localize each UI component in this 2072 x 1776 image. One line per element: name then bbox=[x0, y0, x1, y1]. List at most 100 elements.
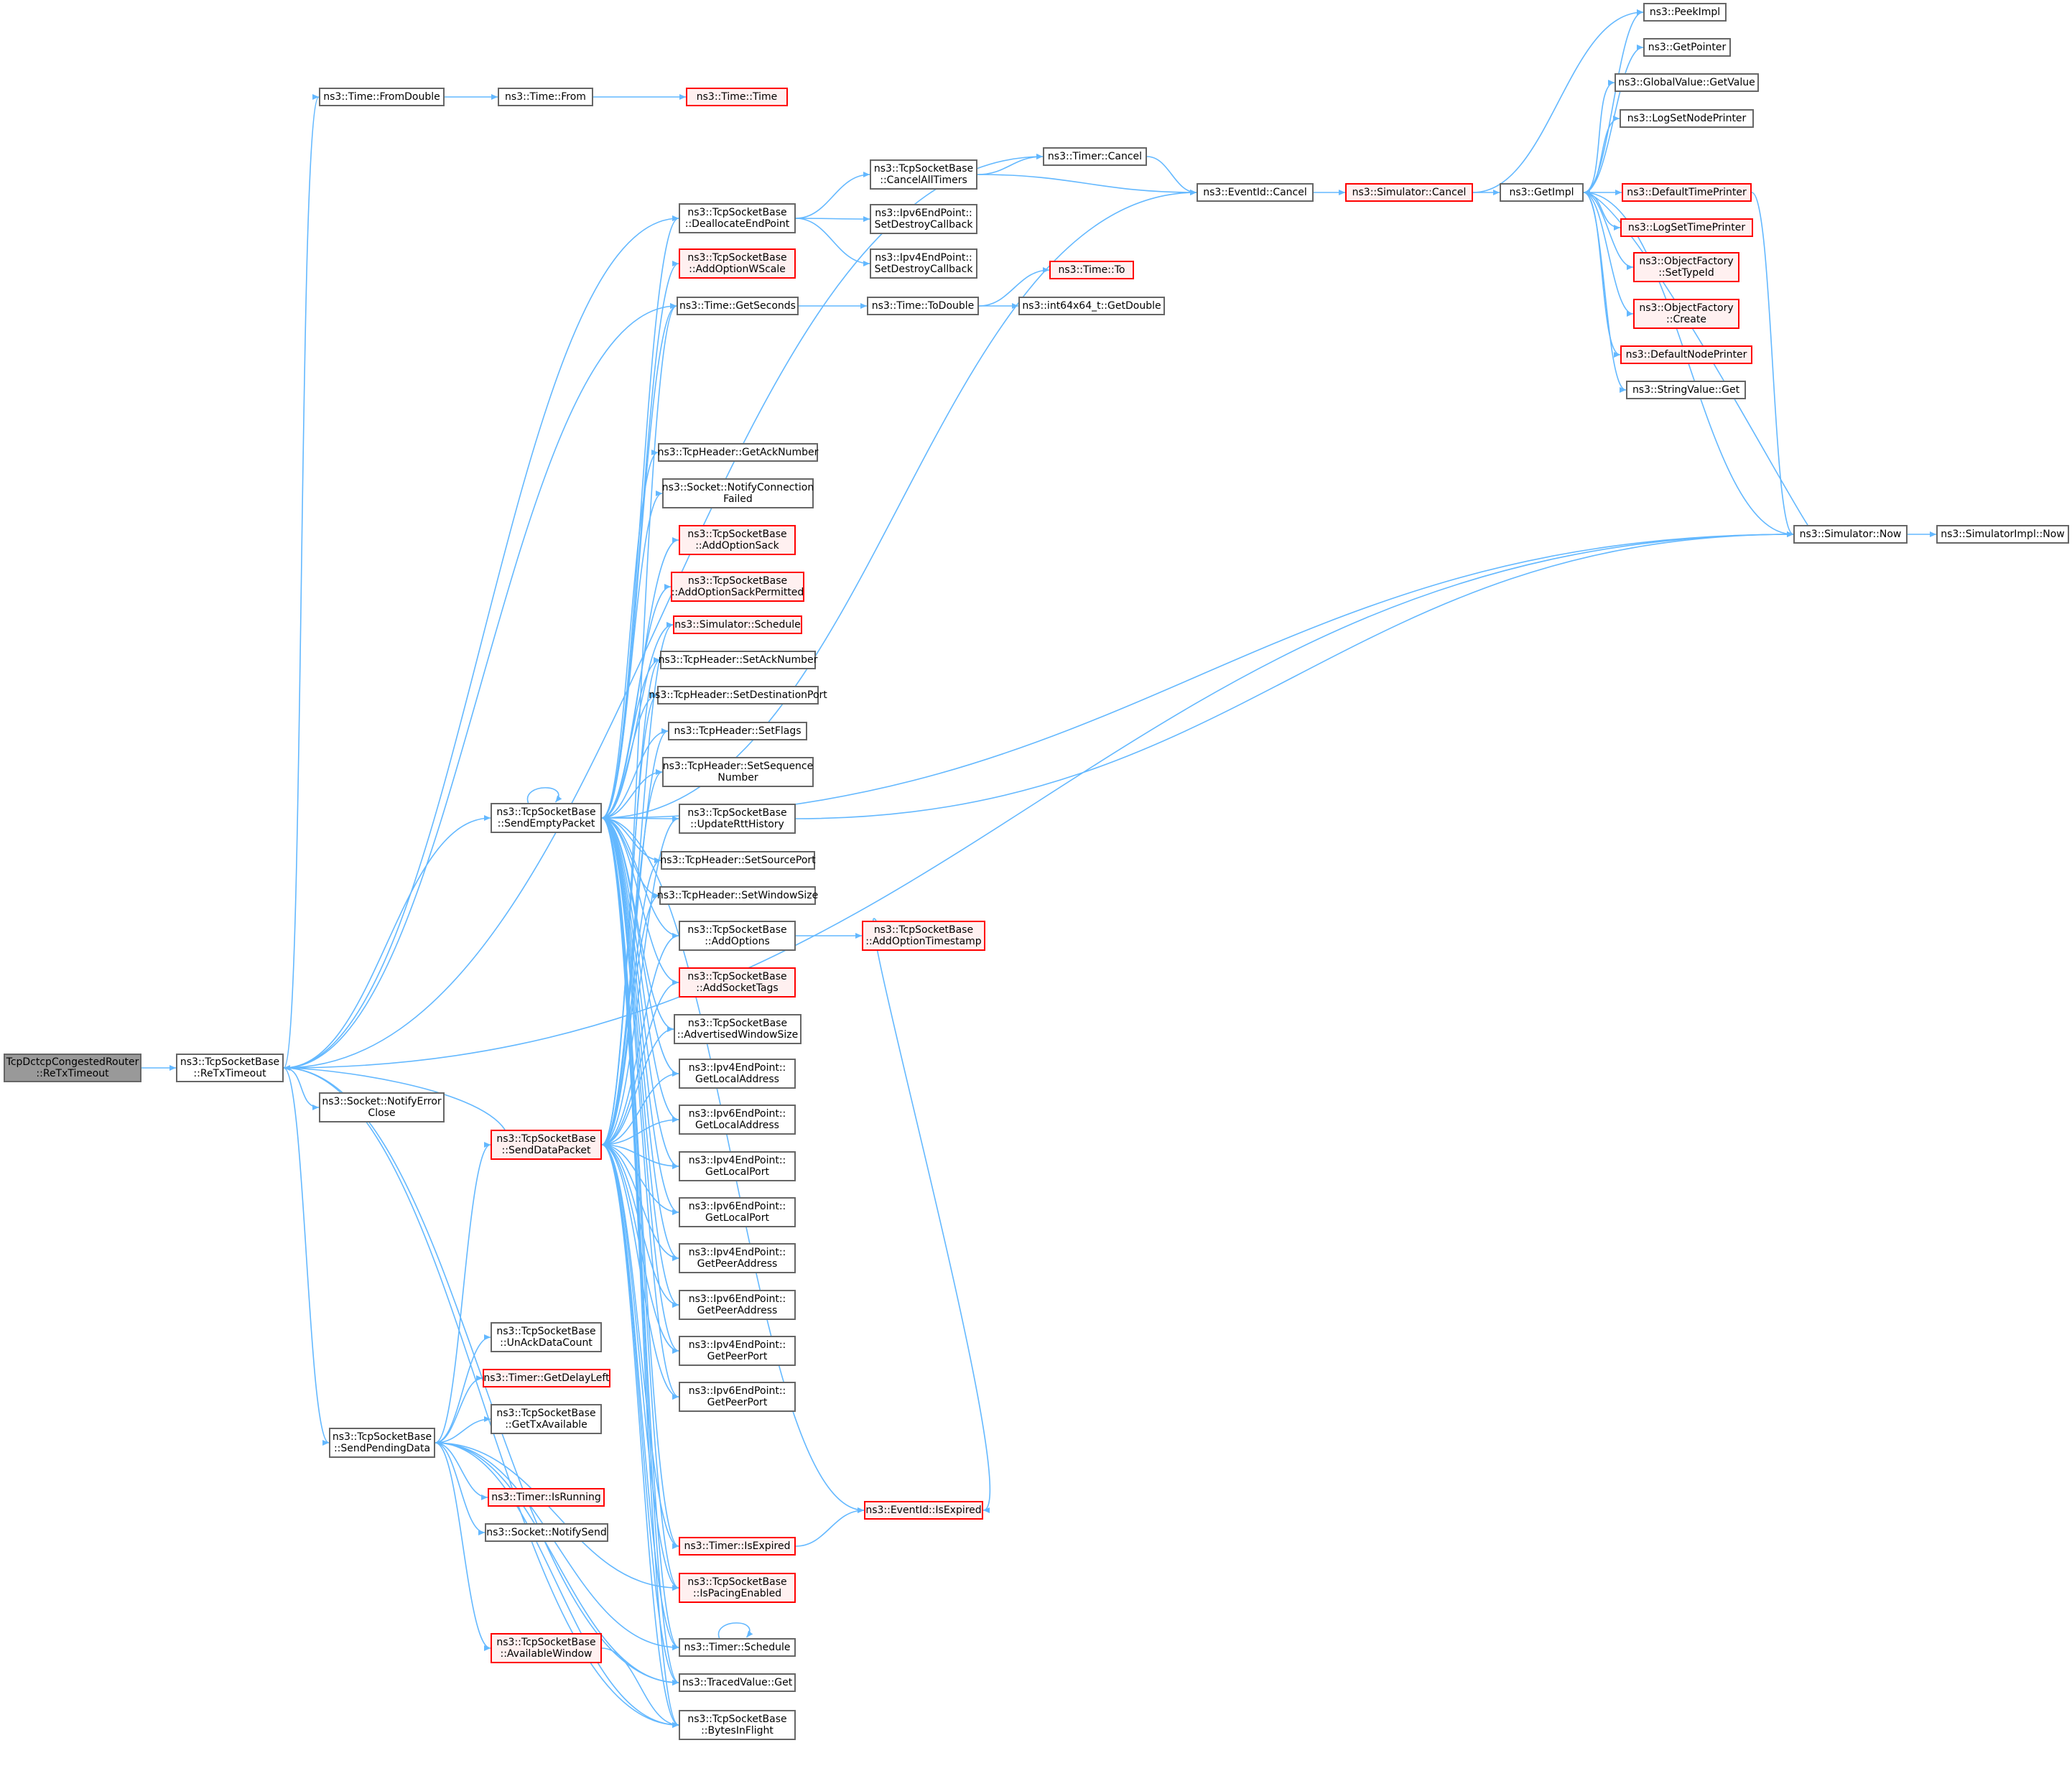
node-defaultnodeprinter[interactable]: ns3::DefaultNodePrinter bbox=[1620, 345, 1752, 364]
node-tcpheader-setflags[interactable]: ns3::TcpHeader::SetFlags bbox=[668, 722, 807, 740]
node-int64x64-getdouble[interactable]: ns3::int64x64_t::GetDouble bbox=[1018, 297, 1165, 315]
node-simulator-now[interactable]: ns3::Simulator::Now bbox=[1793, 525, 1908, 544]
node-time-getseconds[interactable]: ns3::Time::GetSeconds bbox=[677, 297, 799, 315]
node-addoptions[interactable]: ns3::TcpSocketBase ::AddOptions bbox=[679, 921, 796, 951]
node-time-to[interactable]: ns3::Time::To bbox=[1049, 261, 1134, 279]
node-timer-isrunning[interactable]: ns3::Timer::IsRunning bbox=[488, 1488, 605, 1507]
edge-n40-n19 bbox=[795, 531, 1794, 819]
node-addoptiontimestamp[interactable]: ns3::TcpSocketBase ::AddOptionTimestamp bbox=[862, 921, 985, 951]
node-tcpdctcpcongestedrouter-retxtimeout[interactable]: TcpDctcpCongestedRouter ::ReTxTimeout bbox=[4, 1054, 141, 1082]
edge-n60-n50 bbox=[435, 1142, 491, 1443]
node-tcpheader-setwindowsize[interactable]: ns3::TcpHeader::SetWindowSize bbox=[657, 886, 818, 905]
node-tcpheader-setacknumber[interactable]: ns3::TcpHeader::SetAckNumber bbox=[659, 651, 817, 669]
edge-n60-n66 bbox=[435, 1442, 491, 1651]
node-socket-notifysend[interactable]: ns3::Socket::NotifySend bbox=[485, 1523, 608, 1542]
edge-n13-n19 bbox=[1751, 192, 1794, 537]
node-gettxavailable[interactable]: ns3::TcpSocketBase ::GetTxAvailable bbox=[491, 1404, 602, 1434]
node-globalvalue-getvalue[interactable]: ns3::GlobalValue::GetValue bbox=[1615, 73, 1759, 92]
node-time-todouble[interactable]: ns3::Time::ToDouble bbox=[867, 297, 979, 315]
node-sendemptypacket[interactable]: ns3::TcpSocketBase ::SendEmptyPacket bbox=[491, 803, 602, 833]
edge-n39-n49 bbox=[601, 817, 679, 1122]
node-sendpendingdata[interactable]: ns3::TcpSocketBase ::SendPendingData bbox=[329, 1428, 435, 1458]
node-time-time[interactable]: ns3::Time::Time bbox=[686, 88, 788, 106]
edge-n60-n63 bbox=[435, 1442, 486, 1535]
node-addoptionsackpermitted[interactable]: ns3::TcpSocketBase ::AddOptionSackPermit… bbox=[671, 572, 804, 602]
node-time-fromdouble[interactable]: ns3::Time::FromDouble bbox=[319, 88, 445, 106]
node-tcpheader-setsequencenumber[interactable]: ns3::TcpHeader::SetSequence Number bbox=[662, 757, 814, 787]
node-timer-getdelayleft[interactable]: ns3::Timer::GetDelayLeft bbox=[483, 1369, 610, 1387]
edge-n27-n28 bbox=[978, 267, 1050, 307]
edge-n60-n56 bbox=[435, 1334, 491, 1443]
node-ipv4endpoint-getlocaladdress[interactable]: ns3::Ipv4EndPoint:: GetLocalAddress bbox=[679, 1059, 796, 1089]
node-ipv4endpoint-getpeeraddress[interactable]: ns3::Ipv4EndPoint:: GetPeerAddress bbox=[679, 1243, 796, 1273]
node-ipv4endpoint-getlocalport[interactable]: ns3::Ipv4EndPoint:: GetLocalPort bbox=[679, 1151, 796, 1181]
node-getimpl[interactable]: ns3::GetImpl bbox=[1500, 183, 1584, 202]
node-ipv6endpoint-getpeeraddress[interactable]: ns3::Ipv6EndPoint:: GetPeerAddress bbox=[679, 1290, 796, 1320]
node-logsettimeprinter[interactable]: ns3::LogSetTimePrinter bbox=[1620, 218, 1753, 237]
edge-n22-n5 bbox=[977, 154, 1044, 175]
node-getpointer[interactable]: ns3::GetPointer bbox=[1643, 38, 1731, 57]
edge-n8-n12 bbox=[1583, 116, 1620, 193]
node-tcpheader-setdestinationport[interactable]: ns3::TcpHeader::SetDestinationPort bbox=[649, 686, 827, 705]
node-ipv6endpoint-getpeerport[interactable]: ns3::Ipv6EndPoint:: GetPeerPort bbox=[679, 1382, 796, 1412]
edge-n39-n55 bbox=[601, 817, 679, 1354]
edge-n50-n38 bbox=[601, 769, 663, 1145]
node-tcpheader-getacknumber[interactable]: ns3::TcpHeader::GetAckNumber bbox=[658, 443, 818, 462]
node-simulatorimpl-now[interactable]: ns3::SimulatorImpl::Now bbox=[1936, 525, 2069, 544]
edge-n39-n48 bbox=[601, 817, 679, 1077]
edge-n21-n24 bbox=[795, 218, 870, 266]
edge-n39-n52 bbox=[601, 817, 679, 1215]
node-addsockettags[interactable]: ns3::TcpSocketBase ::AddSocketTags bbox=[679, 967, 796, 998]
edge-n39-n37 bbox=[601, 728, 669, 819]
node-logsetnodeprinter[interactable]: ns3::LogSetNodePrinter bbox=[1620, 109, 1754, 128]
node-tracedvalue-get[interactable]: ns3::TracedValue::Get bbox=[679, 1673, 796, 1692]
node-updaterttthistory[interactable]: ns3::TcpSocketBase ::UpdateRttHistory bbox=[679, 804, 796, 834]
node-unackdatacount[interactable]: ns3::TcpSocketBase ::UnAckDataCount bbox=[491, 1322, 602, 1352]
node-retxtimeout[interactable]: ns3::TcpSocketBase ::ReTxTimeout bbox=[176, 1054, 284, 1082]
node-stringvalue-get[interactable]: ns3::StringValue::Get bbox=[1626, 381, 1746, 399]
node-eventid-cancel[interactable]: ns3::EventId::Cancel bbox=[1197, 183, 1314, 202]
edge-n5-n6 bbox=[1146, 156, 1197, 195]
node-simulator-schedule[interactable]: ns3::Simulator::Schedule bbox=[673, 615, 802, 634]
node-ipv4endpoint-setdestroycallback[interactable]: ns3::Ipv4EndPoint:: SetDestroyCallback bbox=[870, 248, 977, 279]
node-advertisedwindowsize[interactable]: ns3::TcpSocketBase ::AdvertisedWindowSiz… bbox=[674, 1014, 802, 1044]
edge-n1-n19 bbox=[283, 531, 1794, 1069]
edge-n60-n65 bbox=[435, 1442, 679, 1591]
node-bytesinflight[interactable]: ns3::TcpSocketBase ::BytesInFlight bbox=[679, 1710, 796, 1740]
edge-n60-n69 bbox=[435, 1442, 679, 1728]
node-ispacingenabled[interactable]: ns3::TcpSocketBase ::IsPacingEnabled bbox=[679, 1573, 796, 1603]
node-objectfactory-settypeid[interactable]: ns3::ObjectFactory ::SetTypeId bbox=[1633, 252, 1739, 282]
node-notifyconnectionfailed[interactable]: ns3::Socket::NotifyConnection Failed bbox=[662, 478, 814, 508]
node-notifyerrorclose[interactable]: ns3::Socket::NotifyError Close bbox=[319, 1092, 445, 1122]
node-addoptionsack[interactable]: ns3::TcpSocketBase ::AddOptionSack bbox=[679, 525, 796, 555]
edge-n67-n67 bbox=[717, 1622, 753, 1639]
node-deallocateendpoint[interactable]: ns3::TcpSocketBase ::DeallocateEndPoint bbox=[679, 203, 796, 233]
node-eventid-isexpired[interactable]: ns3::EventId::IsExpired bbox=[864, 1501, 983, 1520]
node-simulator-cancel[interactable]: ns3::Simulator::Cancel bbox=[1345, 183, 1473, 202]
node-cancelalltimers[interactable]: ns3::TcpSocketBase ::CancelAllTimers bbox=[870, 159, 977, 190]
edge-n19-n8 bbox=[1583, 190, 1808, 526]
node-ipv6endpoint-getlocalport[interactable]: ns3::Ipv6EndPoint:: GetLocalPort bbox=[679, 1197, 796, 1227]
node-defaulttimeprinter[interactable]: ns3::DefaultTimePrinter bbox=[1622, 183, 1752, 202]
edge-n39-n26 bbox=[601, 303, 677, 819]
node-addoptionwscale[interactable]: ns3::TcpSocketBase ::AddOptionWScale bbox=[679, 248, 796, 279]
edge-n60-n59 bbox=[435, 1416, 491, 1443]
node-tcpheader-setsourceport[interactable]: ns3::TcpHeader::SetSourcePort bbox=[660, 851, 816, 870]
node-ipv4endpoint-getpeerport[interactable]: ns3::Ipv4EndPoint:: GetPeerPort bbox=[679, 1336, 796, 1366]
node-senddatapacket[interactable]: ns3::TcpSocketBase ::SendDataPacket bbox=[491, 1130, 602, 1160]
edge-n60-n67 bbox=[435, 1442, 679, 1650]
node-peekimpl[interactable]: ns3::PeekImpl bbox=[1643, 3, 1727, 22]
node-availablewindow[interactable]: ns3::TcpSocketBase ::AvailableWindow bbox=[491, 1633, 602, 1663]
node-timer-schedule[interactable]: ns3::Timer::Schedule bbox=[679, 1638, 796, 1657]
node-time-from[interactable]: ns3::Time::From bbox=[498, 88, 593, 106]
node-timer-cancel[interactable]: ns3::Timer::Cancel bbox=[1043, 147, 1147, 166]
edge-n50-n55 bbox=[601, 1144, 679, 1354]
node-ipv6endpoint-getlocaladdress[interactable]: ns3::Ipv6EndPoint:: GetLocalAddress bbox=[679, 1105, 796, 1135]
edge-n22-n6 bbox=[977, 174, 1197, 195]
node-timer-isexpired[interactable]: ns3::Timer::IsExpired bbox=[679, 1537, 796, 1556]
edge-n50-n49 bbox=[601, 1117, 679, 1145]
node-objectfactory-create[interactable]: ns3::ObjectFactory ::Create bbox=[1633, 299, 1739, 329]
node-ipv6endpoint-setdestroycallback[interactable]: ns3::Ipv6EndPoint:: SetDestroyCallback bbox=[870, 204, 977, 234]
edge-n50-n53 bbox=[601, 1144, 679, 1261]
